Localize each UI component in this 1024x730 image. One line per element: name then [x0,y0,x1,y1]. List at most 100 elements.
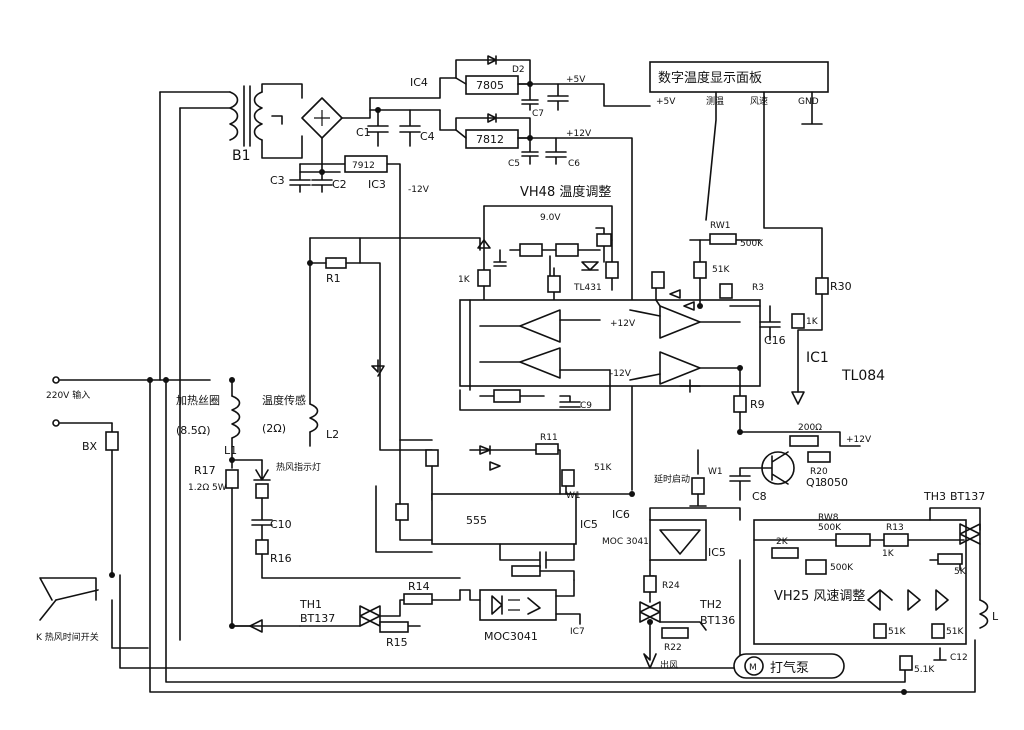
c8-label: C8 [752,490,767,503]
pump-label: 打气泵 [770,660,809,676]
cap-c4-label: C4 [420,130,435,143]
res-2k-label: 2K [776,537,789,547]
l1-label: L1 [224,444,237,457]
rw8-value: 500K [818,523,842,533]
ic5-label: IC5 [580,518,598,531]
junction-dots [109,81,907,695]
air-out-label: 出风 [660,659,678,671]
display-panel: 数字温度显示面板 +5V 测温 风速 GND [649,61,829,281]
res-1k-label: 1K [458,275,471,285]
r24-label: R24 [662,581,680,591]
power-input: 220V 输入 BX K 热风时间开关 [36,376,119,643]
sensor-label: 温度传感 [262,393,306,407]
r30-label: R30 [830,280,852,293]
feed-left: R1 [309,237,481,501]
filter-caps: C1 C4 IC4 [356,76,457,147]
r7812-label: 7812 [476,133,504,146]
temp-sensor-l2: 温度传感 (2Ω) L2 [262,393,339,447]
q1-12v: +12V [846,435,872,445]
res-51k-555: 51K [594,463,612,473]
res-51k-a: 51K [888,627,906,637]
cap-c1-label: C1 [356,126,371,139]
heater-label: 加热丝圈 [176,394,220,407]
svg-text:500K: 500K [830,563,854,573]
panel-pin-gnd: GND [798,97,819,107]
startup-label: 延时启动 [654,473,690,485]
cap-c7-label: C7 [532,109,544,119]
ic1-model: TL084 [841,368,885,384]
optocoupler-moc3041-right: IC6 MOC 3041 IC5 R24 TH2 BT136 R22 出风 [602,507,741,671]
ic1-label: IC1 [806,350,829,366]
svg-text:R13: R13 [886,523,904,533]
th3-model: BT137 [950,490,985,503]
r1-label: R1 [326,272,341,285]
svg-text:R11: R11 [540,433,558,443]
r14-label: R14 [408,580,430,593]
res-51k-label: 51K [712,265,730,275]
feedback-section: RW1 500K 51K R3 C16 1K R30 R9 [651,221,852,433]
transformer-label: B1 [232,148,251,164]
cap-c2-label: C2 [332,178,347,191]
svg-text:IC5: IC5 [708,546,726,559]
l2-label: L2 [326,428,339,441]
svg-text:IC7: IC7 [570,627,585,637]
ic5-model: 555 [466,514,487,527]
indicator-label: 热风指示灯 [276,461,321,473]
r7912-label: 7912 [352,161,375,171]
cap-c3-label: C3 [270,174,285,187]
heater-res: (8.5Ω) [176,424,210,437]
speed-adjust-label: VH25 风速调整 [774,589,865,604]
ic1-pin-12v: +12V [610,319,636,329]
bx-label: BX [82,440,98,453]
ic4-label: IC4 [410,76,428,89]
transistor-q1: Q1 8050 200Ω +12V R20 C8 延时启动 W1 [654,423,872,507]
regulator-7912: 7912 C3 C2 IC3 -12V [270,155,430,441]
timer-555: 555 IC5 R11 51K W1 [375,433,633,581]
sensor-res: (2Ω) [262,422,286,435]
ic6-model: MOC 3041 [602,537,649,547]
ref-9v-label: 9.0V [540,213,561,223]
optocoupler-moc3041-left: MOC3041 IC7 [459,579,585,643]
rail-12v-label: +12V [566,129,592,139]
panel-title: 数字温度显示面板 [658,70,762,86]
th2-label: TH2 [699,598,722,611]
rw1-label: RW1 [710,221,731,231]
th2-model: BT136 [700,614,735,627]
moc3041-left-label: MOC3041 [484,630,538,643]
regulator-7805: 7805 D2 C7 +5V [455,55,651,119]
r3-label: R3 [752,283,764,293]
tl431-label: TL431 [573,283,602,293]
res-5k1-label: 5.1K [914,665,935,675]
r20-label: R20 [810,467,828,477]
triac-th1: R14 R15 TH1 BT137 [231,580,461,649]
r15-label: R15 [386,636,408,649]
main-bus-wires [59,91,976,693]
air-pump: M 打气泵 [733,653,845,679]
ic3-label: IC3 [368,178,386,191]
rw8-label: RW8 [818,513,839,523]
cap-c5-label: C5 [508,159,520,169]
res-51k-b: 51K [946,627,964,637]
ic1-tl084: +12V -12V IC1 TL084 C9 [459,299,885,411]
th1-label: TH1 [299,598,322,611]
speed-control-section: RW8 500K R13 1K 2K 500K VH25 风速调整 51K 51… [753,490,999,675]
panel-pin-speed: 风速 [750,96,768,107]
pump-motor-symbol: M [749,663,757,673]
temp-adjust-section: VH48 温度调整 9.0V TL431 1K [458,184,619,331]
ic1-pin-m12v: -12V [610,369,632,379]
panel-pin-temp: 测温 [706,96,724,107]
rail-5v-label: +5V [566,75,586,85]
res-5k-speed: 5K [954,567,967,577]
c12-label: C12 [950,653,968,663]
rw1-value: 500K [740,239,764,249]
transformer-b1: B1 [229,83,303,164]
res-200-label: 200Ω [798,423,822,433]
cap-c6-label: C6 [568,159,580,169]
r17-value: 1.2Ω 5W [188,483,227,493]
svg-text:R16: R16 [270,552,292,565]
th1-model: BT137 [300,612,335,625]
temp-adjust-label: VH48 温度调整 [520,184,611,200]
w1-label: W1 [708,467,723,477]
r17-label: R17 [194,464,216,477]
